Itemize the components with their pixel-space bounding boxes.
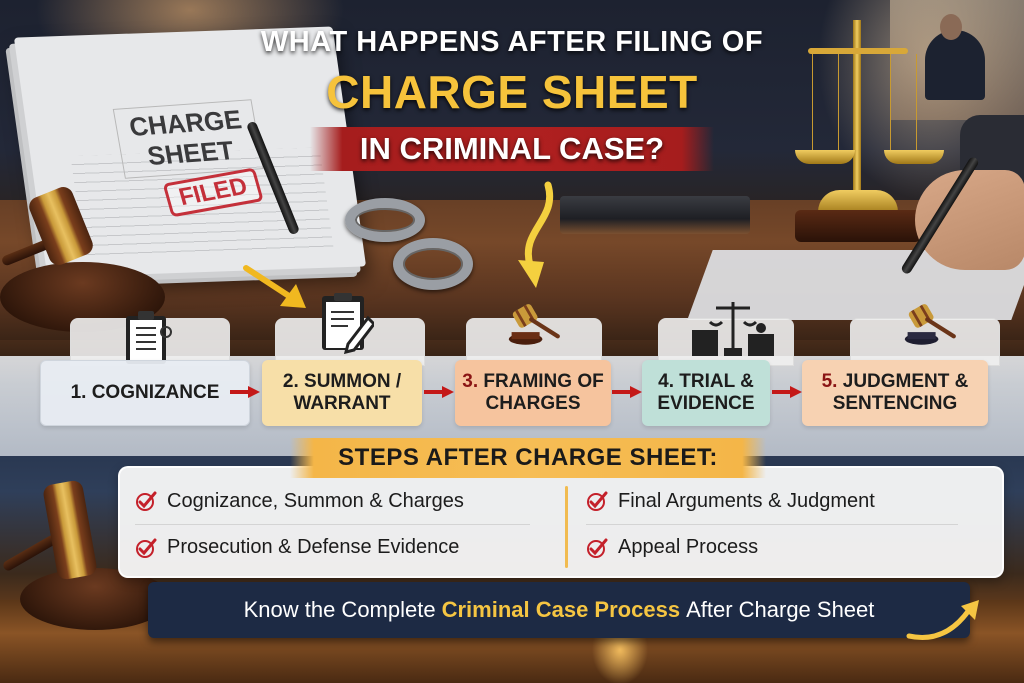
step-number: 3. xyxy=(462,371,479,393)
yellow-arrow-icon xyxy=(243,265,306,308)
footer-suffix: After Charge Sheet xyxy=(686,597,875,622)
checklist-item-label: Appeal Process xyxy=(618,536,759,558)
checklist-left-column: Cognizance, Summon & Charges Prosecution… xyxy=(135,478,530,570)
step-label: Framing of Charges xyxy=(483,371,604,414)
headline: WHAT HAPPENS AFTER FILING OF CHARGE SHEE… xyxy=(0,26,1024,171)
scale-chain xyxy=(916,54,917,150)
scales-of-justice-icon xyxy=(853,20,861,200)
judge-head xyxy=(940,14,962,40)
checklist-right-column: Final Arguments & Judgment Appeal Proces… xyxy=(586,478,958,570)
checklist-item: Final Arguments & Judgment xyxy=(586,478,958,524)
headline-line-1: WHAT HAPPENS AFTER FILING OF xyxy=(260,26,764,58)
footer-prefix: Know the Complete xyxy=(243,597,436,622)
gavel-icon xyxy=(902,296,958,354)
footer-banner: Know the Complete Criminal Case Process … xyxy=(148,582,970,638)
step-number: 1. xyxy=(70,382,87,404)
clipboard-checklist-icon xyxy=(120,308,176,366)
scale-chain xyxy=(838,54,839,150)
step-label: Summon / Warrant xyxy=(293,371,402,414)
scale-chain xyxy=(812,54,813,150)
gavel-sound-block xyxy=(20,568,170,630)
step-cognizance: 1. Cognizance xyxy=(40,360,250,426)
scale-chain xyxy=(890,54,891,150)
judge-figure xyxy=(925,30,985,100)
step-framing-of-charges: 3. Framing of Charges xyxy=(455,360,611,426)
checklist-item: Appeal Process xyxy=(586,524,958,570)
scale-pan-left xyxy=(795,150,855,164)
curved-arrow-icon xyxy=(906,600,979,640)
step-number: 5. xyxy=(821,371,838,393)
scale-pan-right xyxy=(884,150,944,164)
checkmark-icon xyxy=(136,538,157,558)
handcuffs-icon xyxy=(393,238,473,290)
headline-red-banner: IN CRIMINAL CASE? xyxy=(309,127,715,171)
arrow-right-icon xyxy=(230,386,260,398)
step-label: Judgment & Sentencing xyxy=(832,371,969,414)
step-judgment-sentencing: 5. Judgment & Sentencing xyxy=(802,360,988,426)
step-number: 2. xyxy=(282,371,299,393)
courtroom-scales-icon xyxy=(688,300,778,358)
headline-line-2: CHARGE SHEET xyxy=(326,66,698,118)
law-book xyxy=(560,196,750,234)
step-summon-warrant: 2. Summon / Warrant xyxy=(262,360,422,426)
checklist-item-label: Cognizance, Summon & Charges xyxy=(167,489,464,512)
arrow-right-icon xyxy=(424,386,454,398)
yellow-curved-arrow-icon xyxy=(518,181,554,288)
step-label: Cognizance xyxy=(91,382,220,404)
arrow-right-icon xyxy=(772,386,802,398)
scale-plinth xyxy=(795,210,921,242)
checklist-card xyxy=(118,466,1004,578)
footer-highlight: Criminal Case Process xyxy=(441,597,681,622)
checkmark-icon xyxy=(136,491,157,511)
scale-beam xyxy=(808,48,908,54)
checklist-item-label: Prosecution & Defense Evidence xyxy=(167,536,460,558)
gavel-icon xyxy=(506,296,562,354)
step-number: 4. xyxy=(658,371,674,393)
checklist-item: Cognizance, Summon & Charges xyxy=(135,478,530,524)
checklist-title: STEPS AFTER CHARGE SHEET: xyxy=(290,438,766,478)
checkmark-icon xyxy=(587,538,608,558)
document-pen-icon xyxy=(318,293,374,354)
checklist-item: Prosecution & Defense Evidence xyxy=(135,524,530,570)
arrow-right-icon xyxy=(612,386,642,398)
step-trial-evidence: 4. Trial & Evidence xyxy=(642,360,770,426)
checkmark-icon xyxy=(587,491,608,511)
handcuffs-icon xyxy=(345,198,425,242)
checklist-item-label: Final Arguments & Judgment xyxy=(618,489,875,512)
step-label: Trial & Evidence xyxy=(657,371,755,414)
column-divider xyxy=(565,486,568,568)
